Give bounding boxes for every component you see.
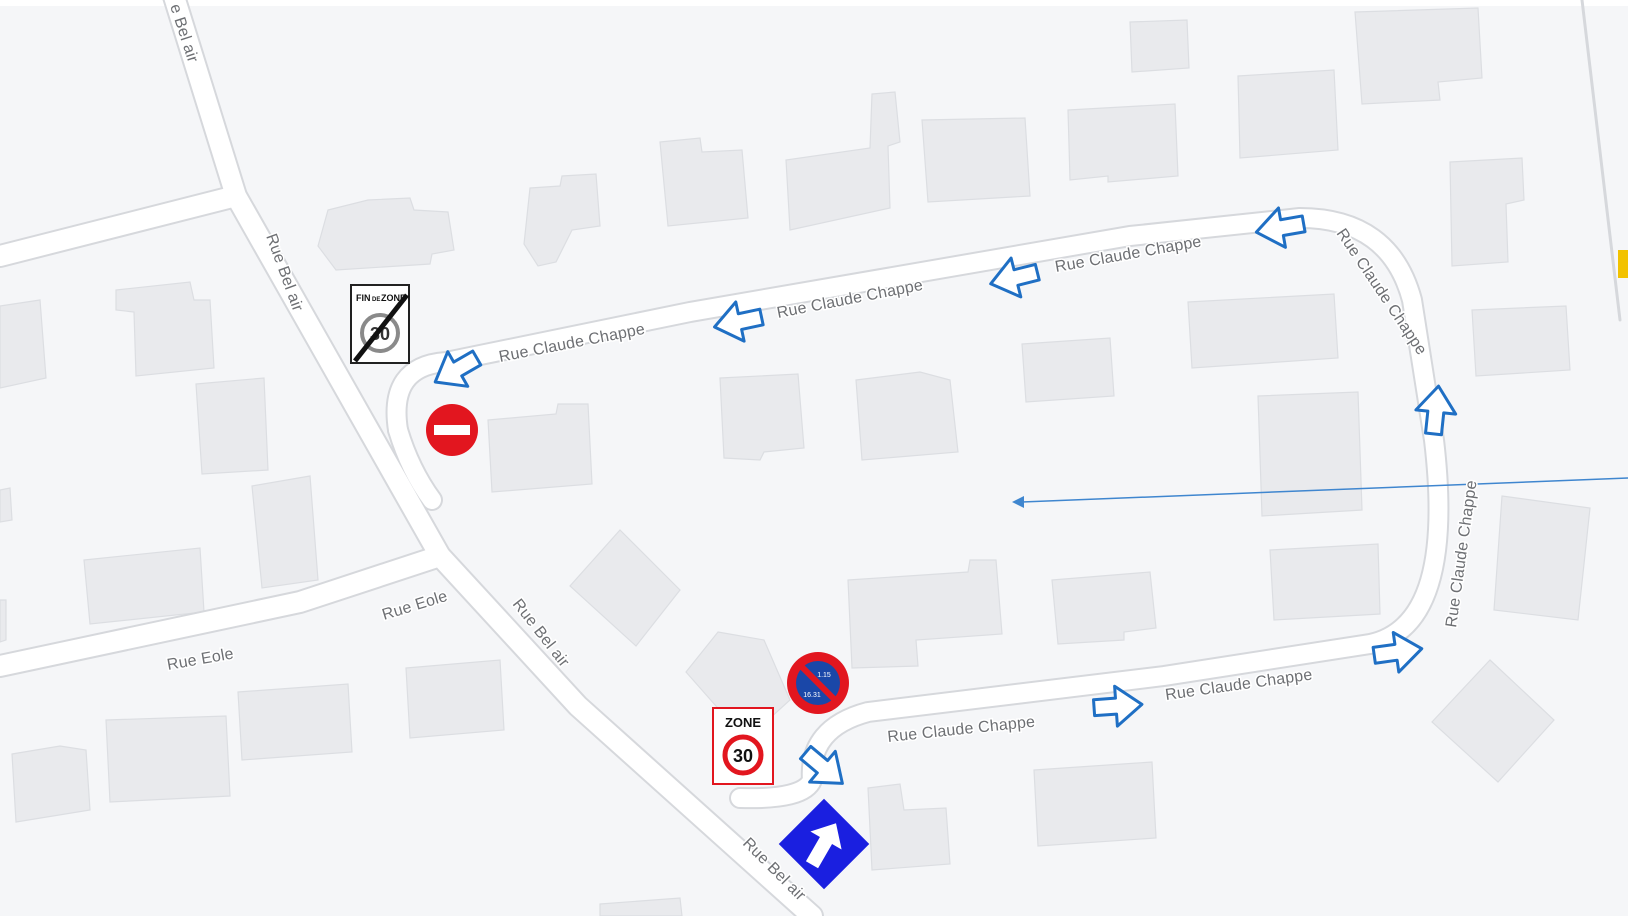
building [251, 475, 319, 589]
building [0, 299, 47, 389]
building [1051, 571, 1157, 645]
building [105, 715, 231, 803]
building [1493, 495, 1591, 621]
building [237, 683, 353, 761]
building [1354, 7, 1483, 105]
building [599, 897, 683, 916]
building [1257, 391, 1363, 517]
end-zone-line3: ZONE [381, 293, 406, 303]
top-white-strip [0, 0, 1628, 6]
building [785, 91, 901, 231]
building [1021, 337, 1115, 403]
building [317, 197, 455, 271]
buildings [0, 7, 1591, 916]
end-of-zone-30-sign: FIN DE ZONE 30 [350, 284, 410, 364]
zone-30-limit: 30 [733, 746, 753, 766]
building [523, 173, 601, 267]
building [1129, 19, 1190, 73]
road-northwest [0, 186, 246, 266]
no-parking-time-bottom: 16.31 [803, 692, 821, 699]
building [11, 745, 91, 823]
building [0, 599, 7, 643]
building [1431, 659, 1555, 783]
building [847, 559, 1003, 669]
building [1269, 543, 1381, 621]
edge-marker [1618, 250, 1628, 278]
zone-30-title: ZONE [725, 715, 761, 730]
road-rue-eole [0, 546, 450, 676]
building [487, 403, 593, 493]
building [1067, 103, 1179, 183]
building [867, 783, 951, 871]
road-connector [389, 421, 441, 509]
building [855, 371, 959, 461]
building [115, 281, 215, 377]
building [1033, 761, 1157, 847]
no-entry-sign-icon [426, 404, 478, 456]
building [1449, 157, 1525, 267]
building [1471, 305, 1571, 377]
building [659, 137, 749, 227]
no-parking-time-top: 1.15 [817, 672, 831, 679]
end-zone-line2: DE [372, 297, 380, 303]
zone-30-sign: ZONE 30 [712, 707, 774, 785]
building [195, 377, 269, 475]
no-parking-sign: 1.15 16.31 [787, 652, 849, 714]
building [719, 373, 805, 461]
building [83, 547, 205, 625]
pointer-line [1012, 477, 1628, 508]
building [0, 487, 13, 523]
building [1237, 69, 1339, 159]
building [405, 659, 505, 739]
end-zone-line1: FIN [356, 293, 371, 303]
building [921, 117, 1031, 203]
building [569, 529, 681, 647]
building [1187, 293, 1339, 369]
